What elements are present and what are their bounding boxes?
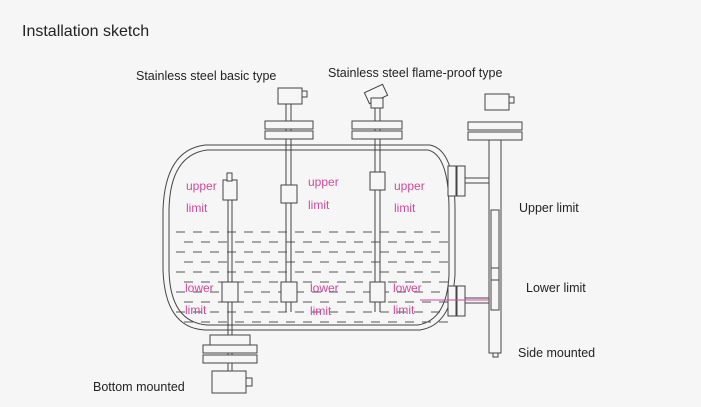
label-lower-limit: Lower limit xyxy=(526,281,586,295)
mark-upper-2: upper xyxy=(308,175,339,189)
liquid-level xyxy=(176,231,448,323)
label-basic-type: Stainless steel basic type xyxy=(136,69,276,83)
bottom-mounted-switch xyxy=(202,172,258,394)
mark-lower-2: lower xyxy=(310,281,339,295)
mark-upper-1: upper xyxy=(186,179,217,193)
mark-upper-3: upper xyxy=(394,179,425,193)
side-mounted-switch xyxy=(420,93,523,358)
mark-limit-1: limit xyxy=(186,201,208,215)
mark-limit-5: limit xyxy=(310,304,332,318)
mark-limit-4: limit xyxy=(185,303,207,317)
mark-limit-6: limit xyxy=(393,303,415,317)
mark-lower-1: lower xyxy=(185,281,214,295)
label-side-mounted: Side mounted xyxy=(518,346,595,360)
flame-proof-type-switch xyxy=(351,83,403,312)
mark-lower-3: lower xyxy=(393,281,422,295)
limit-markers: upper limit upper limit upper limit lowe… xyxy=(185,175,425,318)
mark-limit-2: limit xyxy=(308,198,330,212)
label-upper-limit: Upper limit xyxy=(519,201,579,215)
basic-type-switch xyxy=(264,87,314,312)
sketch-title: Installation sketch xyxy=(22,23,149,40)
mark-limit-3: limit xyxy=(394,201,416,215)
label-bottom-mounted: Bottom mounted xyxy=(93,380,185,394)
label-flame-proof-type: Stainless steel flame-proof type xyxy=(328,66,502,80)
